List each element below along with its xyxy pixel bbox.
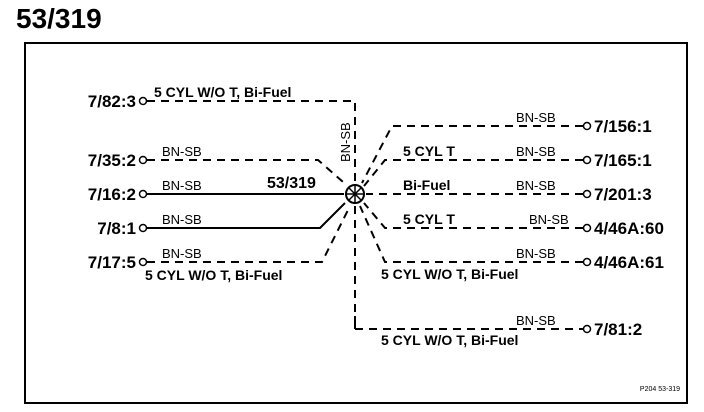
splice-node [345,184,365,204]
note-left-5: 5 CYL W/O T, Bi-Fuel [145,267,282,283]
terminal-left-1: 7/82:3 [88,92,136,111]
wire-right-1 [361,125,583,184]
wire-left-4 [147,202,346,229]
terminal-circle-right-1 [582,121,592,131]
terminal-circle-left-4 [138,223,148,233]
wire-label-right-4: BN-SB [529,212,569,227]
terminal-circle-right-3 [582,189,592,199]
terminal-circle-left-5 [138,257,148,267]
terminal-right-2: 7/165:1 [594,151,652,170]
note-right-4: 5 CYL T [403,211,455,227]
page-title: 53/319 [16,3,102,34]
terminal-circle-right-6 [582,324,592,334]
terminal-right-1: 7/156:1 [594,117,652,136]
terminal-right-4: 4/46A:60 [594,219,664,238]
terminal-circle-right-4 [582,223,592,233]
terminal-right-5: 4/46A:61 [594,253,664,272]
wire-label-left-4: BN-SB [162,212,202,227]
diagram-frame [24,42,688,404]
terminal-left-5: 7/17:5 [88,253,136,272]
wire-left-2 [147,159,344,183]
note-right-3: Bi-Fuel [403,177,450,193]
figure-reference: P204 53-319 [640,386,680,393]
splice-label: 53/319 [267,175,316,192]
wire-label-right-2: BN-SB [516,144,556,159]
terminal-circle-left-2 [138,155,148,165]
wire-label-right-1: BN-SB [516,110,556,125]
terminal-right-6: 7/81:2 [594,320,642,339]
wire-label-left-2: BN-SB [162,144,202,159]
note-left-1: 5 CYL W/O T, Bi-Fuel [154,84,291,100]
wire-right-4 [363,202,583,229]
terminal-left-4: 7/8:1 [97,219,136,238]
wire-label-right-3: BN-SB [516,178,556,193]
terminal-right-3: 7/201:3 [594,185,652,204]
wire-label-left-3: BN-SB [162,178,202,193]
wire-right-2 [363,159,583,187]
terminal-circle-right-5 [582,257,592,267]
wire-right-5 [359,205,583,263]
note-right-2: 5 CYL T [403,143,455,159]
terminal-left-2: 7/35:2 [88,151,136,170]
terminal-circle-left-3 [138,189,148,199]
terminal-circle-right-2 [582,155,592,165]
wire-label-left-5: BN-SB [162,246,202,261]
wire-left-1 [147,100,356,182]
wire-label-right-6: BN-SB [516,313,556,328]
wire-left-5 [147,205,351,263]
note-right-6: 5 CYL W/O T, Bi-Fuel [381,332,518,348]
terminal-left-3: 7/16:2 [88,185,136,204]
wire-label-right-5: BN-SB [516,246,556,261]
vertical-wire-label: BN-SB [338,122,353,162]
terminal-circle-left-1 [138,96,148,106]
note-right-5: 5 CYL W/O T, Bi-Fuel [381,266,518,282]
